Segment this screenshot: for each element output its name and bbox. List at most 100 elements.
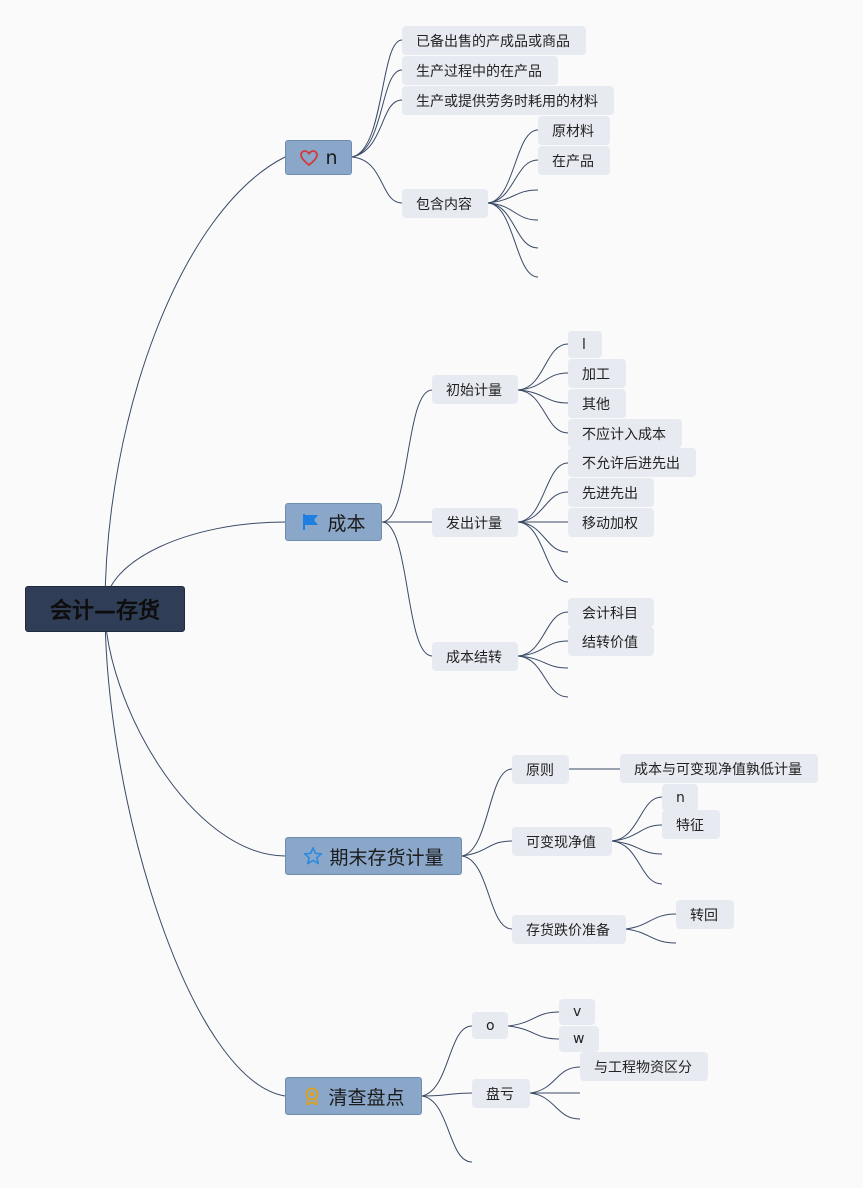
contains-item-2-label: 在产品 [552,153,594,170]
issue-item-1[interactable]: 不允许后进先出 [568,448,696,477]
principle-item-1[interactable]: 成本与可变现净值孰低计量 [620,754,818,783]
connector [421,1095,473,1163]
connector [487,129,539,204]
o-node[interactable]: o [472,1012,508,1039]
provision-label: 存货跌价准备 [526,922,610,939]
connector [507,1011,560,1027]
connector [517,655,569,698]
connector [611,796,663,842]
branch-inventory-check[interactable]: 清查盘点 [285,1077,422,1115]
connector [104,607,286,857]
connector [611,840,663,885]
connector [487,202,539,278]
nrv-item-1-label: n [676,789,685,806]
principle-label: 原则 [526,762,554,779]
initial-item-4-label: 不应计入成本 [582,426,666,443]
medal-icon [302,1086,322,1106]
branch-period-end[interactable]: 期末存货计量 [285,837,462,875]
branch-cost-label: 成本 [327,512,366,535]
n-item-3[interactable]: 生产或提供劳务时耗用的材料 [402,86,614,115]
contains-node[interactable]: 包含内容 [402,189,488,218]
initial-node[interactable]: 初始计量 [432,375,518,404]
connector [461,768,513,857]
connector [517,491,569,523]
initial-item-3-label: 其他 [582,396,610,413]
n-item-1-label: 已备出售的产成品或商品 [416,33,570,50]
provision-node[interactable]: 存货跌价准备 [512,915,626,944]
nrv-label: 可变现净值 [526,834,596,851]
nrv-item-1[interactable]: n [662,784,698,811]
connector [351,99,403,158]
issue-item-3[interactable]: 移动加权 [568,508,654,537]
issue-item-3-label: 移动加权 [582,515,638,532]
connector [517,372,569,391]
connector [487,202,539,249]
connector [517,389,569,434]
transfer-item-1[interactable]: 会计科目 [568,598,654,627]
contains-label: 包含内容 [416,196,472,213]
connector [507,1025,560,1040]
connector [487,202,539,221]
branch-n-label: n [325,146,338,169]
connector [625,913,677,930]
connector [461,840,513,857]
transfer-node[interactable]: 成本结转 [432,642,518,671]
star-icon [303,846,323,866]
connector [381,389,433,523]
connector [351,69,403,158]
connector [517,462,569,523]
contains-item-2[interactable]: 在产品 [538,146,610,175]
connector [381,521,433,657]
n-item-1[interactable]: 已备出售的产成品或商品 [402,26,586,55]
connector [517,640,569,657]
root-label: 会计—存货 [49,599,160,624]
provision-item-1-label: 转回 [690,907,718,924]
connector [351,39,403,158]
nrv-node[interactable]: 可变现净值 [512,827,612,856]
loss-node[interactable]: 盘亏 [472,1079,530,1108]
issue-item-2[interactable]: 先进先出 [568,478,654,507]
initial-label: 初始计量 [446,382,502,399]
connector [517,521,569,553]
o-item-1-label: v [573,1004,582,1020]
transfer-item-2[interactable]: 结转价值 [568,627,654,656]
n-item-2[interactable]: 生产过程中的在产品 [402,56,558,85]
connector [529,1092,581,1120]
connector [529,1066,581,1094]
provision-item-1[interactable]: 转回 [676,900,734,929]
contains-item-1[interactable]: 原材料 [538,116,610,145]
o-item-1[interactable]: v [559,999,595,1025]
connector [351,156,403,204]
initial-item-2[interactable]: 加工 [568,359,626,388]
initial-item-3[interactable]: 其他 [568,389,626,418]
loss-item-1[interactable]: 与工程物资区分 [580,1052,708,1081]
loss-item-1-label: 与工程物资区分 [594,1059,692,1076]
nrv-item-2[interactable]: 特征 [662,810,720,839]
connector [104,156,286,609]
branch-cost[interactable]: 成本 [285,503,382,541]
branch-inventory-check-label: 清查盘点 [328,1086,405,1109]
issue-item-2-label: 先进先出 [582,485,638,502]
initial-item-4[interactable]: 不应计入成本 [568,419,682,448]
principle-node[interactable]: 原则 [512,755,569,784]
contains-item-1-label: 原材料 [552,123,594,140]
initial-item-2-label: 加工 [582,366,610,383]
connector [487,159,539,204]
initial-item-1-label: l [582,336,586,353]
issue-label: 发出计量 [446,515,502,532]
initial-item-1[interactable]: l [568,331,602,358]
o-item-2[interactable]: w [559,1026,599,1052]
issue-item-1-label: 不允许后进先出 [582,455,680,472]
connector [517,521,569,583]
issue-node[interactable]: 发出计量 [432,508,518,537]
n-item-2-label: 生产过程中的在产品 [416,63,542,80]
connector [461,855,513,930]
root-node[interactable]: 会计—存货 [25,586,185,632]
n-item-3-label: 生产或提供劳务时耗用的材料 [416,93,598,110]
connector [421,1025,473,1097]
branch-period-end-label: 期末存货计量 [329,846,444,869]
transfer-item-2-label: 结转价值 [582,634,638,651]
branch-n[interactable]: n [285,140,352,175]
connector [104,607,286,1097]
